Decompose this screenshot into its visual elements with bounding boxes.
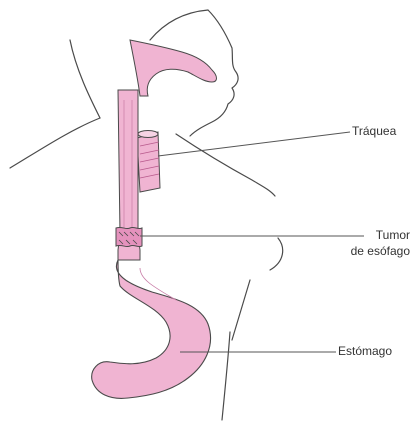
lower-body-outline <box>222 332 230 420</box>
neck-back-outline <box>70 40 100 118</box>
mouth-cavity <box>130 40 217 96</box>
left-shoulder-outline <box>10 118 100 168</box>
stomach-label: Estómago <box>338 344 392 359</box>
trachea <box>137 131 160 193</box>
esophageal-tumor <box>116 227 142 246</box>
right-torso-outline <box>232 238 283 340</box>
tumor-label-line1: Tumor <box>330 228 410 243</box>
trachea-label: Tráquea <box>352 124 396 139</box>
trachea-leader-line <box>158 132 350 156</box>
tumor-label-line2: de esófago <box>330 244 410 259</box>
stomach <box>92 260 211 398</box>
